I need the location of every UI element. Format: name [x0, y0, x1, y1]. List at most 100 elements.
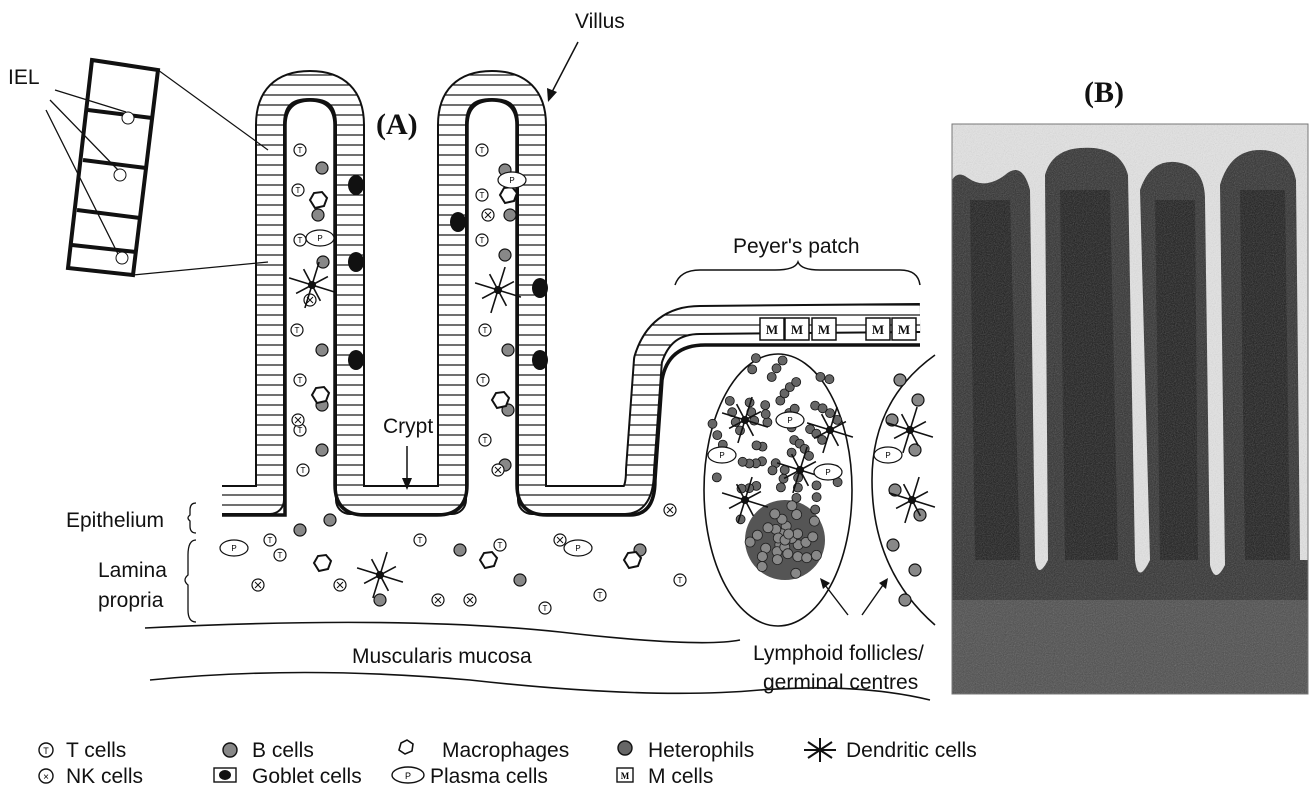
macrophage — [310, 192, 327, 208]
b-cell — [316, 444, 328, 456]
follicle-cell — [825, 375, 834, 384]
follicle-cell — [779, 474, 788, 483]
m-cell-label: M — [818, 322, 830, 337]
legend-item-dendritic-cells: Dendritic cells — [804, 738, 977, 762]
b-cell — [454, 544, 466, 556]
b-cell — [514, 574, 526, 586]
dendritic-cell — [376, 571, 384, 579]
follicle-cell — [776, 483, 785, 492]
follicle-cell — [751, 354, 760, 363]
dendritic-cell — [308, 281, 316, 289]
follicle-cell — [708, 419, 717, 428]
follicle-cell — [738, 457, 747, 466]
follicle-cell — [812, 481, 821, 490]
legend-item-plasma-cells: P Plasma cells — [392, 765, 548, 788]
plasma-cell-symbol: P — [405, 771, 411, 781]
germinal-cell — [757, 552, 767, 562]
legend-label: Heterophils — [648, 739, 754, 762]
plasma-cell-symbol: P — [509, 176, 514, 185]
t-cell-symbol: T — [298, 146, 303, 155]
germinal-cell — [770, 509, 780, 519]
dendritic-cell — [826, 426, 834, 434]
dendritic-cell — [796, 466, 804, 474]
follicle-cell — [792, 378, 801, 387]
b-cell — [316, 344, 328, 356]
germinal-cell — [787, 501, 797, 511]
lymphoid-follicles-label-line2: germinal centres — [763, 671, 918, 694]
dendritic-cell — [494, 286, 502, 294]
follicle-cell — [713, 431, 722, 440]
macrophage — [312, 387, 329, 403]
b-cell-icon — [223, 743, 237, 757]
t-cell-symbol: T — [598, 591, 603, 600]
panel-b-micrograph: (B) — [952, 76, 1308, 694]
follicle-cell — [725, 396, 734, 405]
t-cell-symbol: T — [298, 426, 303, 435]
legend-label: M cells — [648, 765, 713, 788]
m-cell-label: M — [898, 322, 910, 337]
legend-label: T cells — [66, 739, 126, 762]
t-cell-symbol: T — [678, 576, 683, 585]
germinal-cell — [808, 532, 818, 542]
m-cell-symbol: M — [621, 771, 630, 781]
macrophage — [624, 552, 641, 568]
t-cell-symbol: T — [418, 536, 423, 545]
follicle-cell — [826, 409, 835, 418]
legend-item-nk-cells: × NK cells — [39, 765, 143, 788]
plasma-cell-symbol: P — [825, 468, 830, 477]
follicle-cell — [767, 373, 776, 382]
legend: T T cells × NK cells B cells Goblet cell… — [39, 738, 977, 788]
crypt-arrow — [402, 446, 412, 490]
epithelium-label: Epithelium — [66, 509, 164, 532]
panel-a-label: (A) — [376, 108, 418, 141]
germinal-cell — [784, 529, 794, 539]
t-cell-symbol: T — [278, 551, 283, 560]
t-cell-symbol: T — [480, 236, 485, 245]
follicle-cell — [761, 410, 770, 419]
plasma-cell-symbol: P — [231, 544, 236, 553]
follicle-cell — [812, 493, 821, 502]
follicle-cell — [712, 473, 721, 482]
b-cell — [909, 564, 921, 576]
legend-item-b-cells: B cells — [223, 739, 314, 762]
legend-label: Plasma cells — [430, 765, 548, 788]
macrophage — [492, 392, 509, 408]
b-cell — [504, 209, 516, 221]
b-cell — [374, 594, 386, 606]
crypt-label: Crypt — [383, 415, 433, 438]
plasma-cell-symbol: P — [575, 544, 580, 553]
m-cell-label: M — [766, 322, 778, 337]
peyers-patch-bracket — [675, 262, 920, 285]
villus-arrow — [547, 42, 578, 102]
t-cell-symbol: T — [483, 436, 488, 445]
germinal-cell — [792, 510, 802, 520]
b-cell — [887, 539, 899, 551]
b-cell — [899, 594, 911, 606]
t-cell-symbol: T — [301, 466, 306, 475]
germinal-cell — [809, 516, 819, 526]
t-cell-symbol: T — [480, 191, 485, 200]
villus-label: Villus — [575, 10, 625, 33]
b-cell — [502, 344, 514, 356]
t-cell-symbol: T — [543, 604, 548, 613]
macrophage — [500, 187, 517, 203]
germinal-cell — [763, 523, 773, 533]
follicle-cell — [811, 505, 820, 514]
lymphoid-follicles-label-line1: Lymphoid follicles/ — [753, 642, 924, 665]
nk-cell-symbol: × — [43, 772, 49, 783]
legend-item-macrophages: Macrophages — [399, 739, 569, 762]
muscularis-upper-line — [145, 622, 740, 642]
m-cell-label: M — [872, 322, 884, 337]
germinal-cell — [802, 553, 812, 563]
plasma-cell-symbol: P — [885, 451, 890, 460]
t-cell-symbol: T — [295, 326, 300, 335]
epithelium-bracket — [188, 503, 196, 533]
follicle-cell — [752, 441, 761, 450]
legend-item-goblet-cells: Goblet cells — [214, 765, 362, 788]
plasma-cell-symbol: P — [719, 451, 724, 460]
t-cell-symbol: T — [480, 146, 485, 155]
germinal-cell — [793, 529, 803, 539]
b-cell — [499, 249, 511, 261]
